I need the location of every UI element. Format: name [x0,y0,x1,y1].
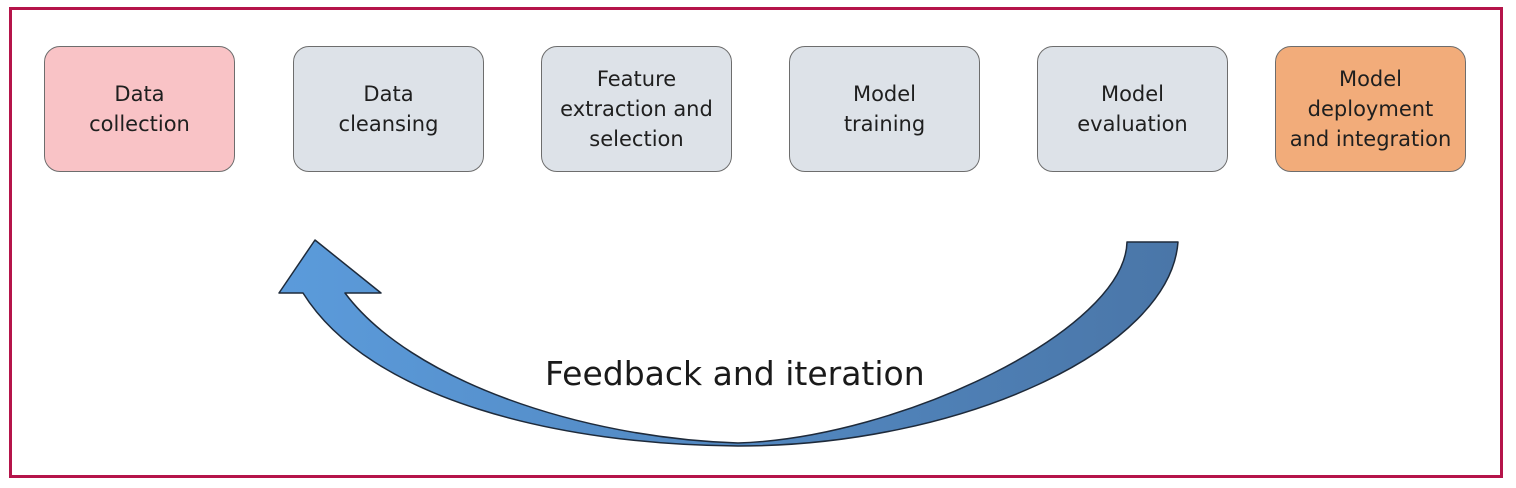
stage-data-collection: Data collection [44,46,235,172]
stage-model-training: Model training [789,46,980,172]
feedback-arrow-body [278,239,1179,447]
feedback-label: Feedback and iteration [545,354,925,393]
stage-model-deployment: Model deployment and integration [1275,46,1466,172]
diagram-frame [9,7,1503,478]
stage-model-evaluation: Model evaluation [1037,46,1228,172]
stage-data-cleansing: Data cleansing [293,46,484,172]
stage-feature-extraction: Feature extraction and selection [541,46,732,172]
